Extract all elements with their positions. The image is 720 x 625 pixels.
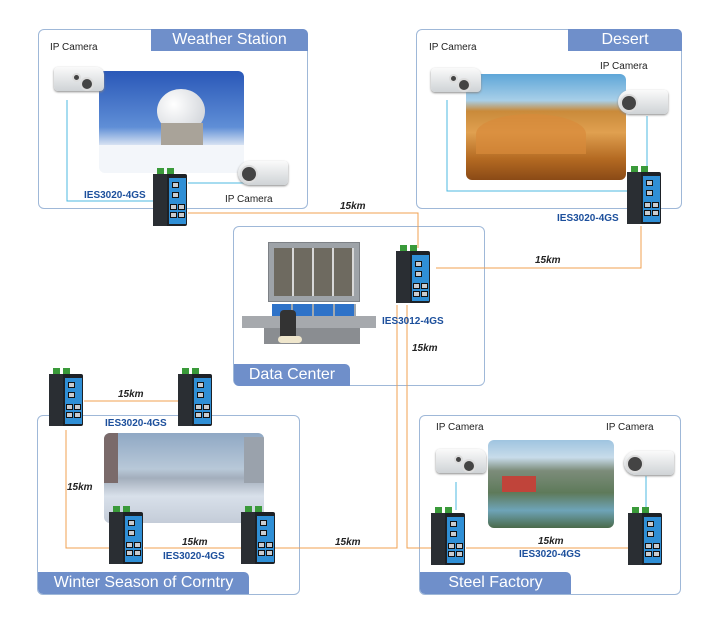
weather-station-label: Weather Station: [151, 29, 308, 51]
ip-camera-icon: [432, 445, 488, 481]
switch-winter-bottom-left[interactable]: [109, 506, 143, 564]
monitoring-console: [242, 240, 376, 350]
ip-camera-icon: [50, 63, 106, 99]
distance-label: 15km: [182, 537, 208, 548]
data-center-label: Data Center: [234, 364, 350, 386]
model-label: IES3020-4GS: [557, 213, 619, 224]
switch-winter-top-left[interactable]: [49, 368, 83, 426]
ip-camera-icon: [614, 86, 670, 122]
winter-label: Winter Season of Corntry: [38, 572, 249, 594]
distance-label: 15km: [67, 482, 93, 493]
camera-label: IP Camera: [606, 422, 654, 433]
distance-label: 15km: [538, 536, 564, 547]
winter-street-photo: [104, 433, 264, 523]
switch-desert[interactable]: [627, 166, 661, 224]
desk: [242, 316, 376, 328]
model-label: IES3020-4GS: [84, 190, 146, 201]
model-label: IES3020-4GS: [519, 549, 581, 560]
dune: [476, 114, 586, 154]
distance-label: 15km: [118, 389, 144, 400]
distance-label: 15km: [412, 343, 438, 354]
model-label: IES3012-4GS: [382, 316, 444, 327]
camera-label: IP Camera: [429, 42, 477, 53]
camera-label: IP Camera: [225, 194, 273, 205]
building: [104, 433, 118, 483]
switch-steel-right[interactable]: [628, 507, 662, 565]
switch-winter-top-right[interactable]: [178, 368, 212, 426]
model-label: IES3020-4GS: [105, 418, 167, 429]
distance-label: 15km: [335, 537, 361, 548]
camera-label: IP Camera: [600, 61, 648, 72]
station-building: [161, 123, 203, 149]
steel-factory-label: Steel Factory: [420, 572, 571, 594]
factory-building: [502, 476, 536, 492]
desert-photo: [466, 74, 626, 180]
weather-station-photo: [99, 71, 244, 173]
switch-steel-left[interactable]: [431, 507, 465, 565]
chair-seat: [278, 336, 302, 343]
ip-camera-icon: [234, 157, 290, 193]
steel-factory-photo: [488, 440, 614, 528]
ip-camera-icon: [620, 447, 676, 483]
distance-label: 15km: [535, 255, 561, 266]
desert-label: Desert: [568, 29, 682, 51]
switch-winter-bottom-right[interactable]: [241, 506, 275, 564]
ip-camera-icon: [427, 64, 483, 100]
switch-data-center[interactable]: [396, 245, 430, 303]
building: [244, 437, 264, 483]
distance-label: 15km: [340, 201, 366, 212]
model-label: IES3020-4GS: [163, 551, 225, 562]
video-thumbnails: [274, 248, 354, 296]
camera-label: IP Camera: [50, 42, 98, 53]
video-wall: [268, 242, 360, 302]
switch-weather-station[interactable]: [153, 168, 187, 226]
camera-label: IP Camera: [436, 422, 484, 433]
